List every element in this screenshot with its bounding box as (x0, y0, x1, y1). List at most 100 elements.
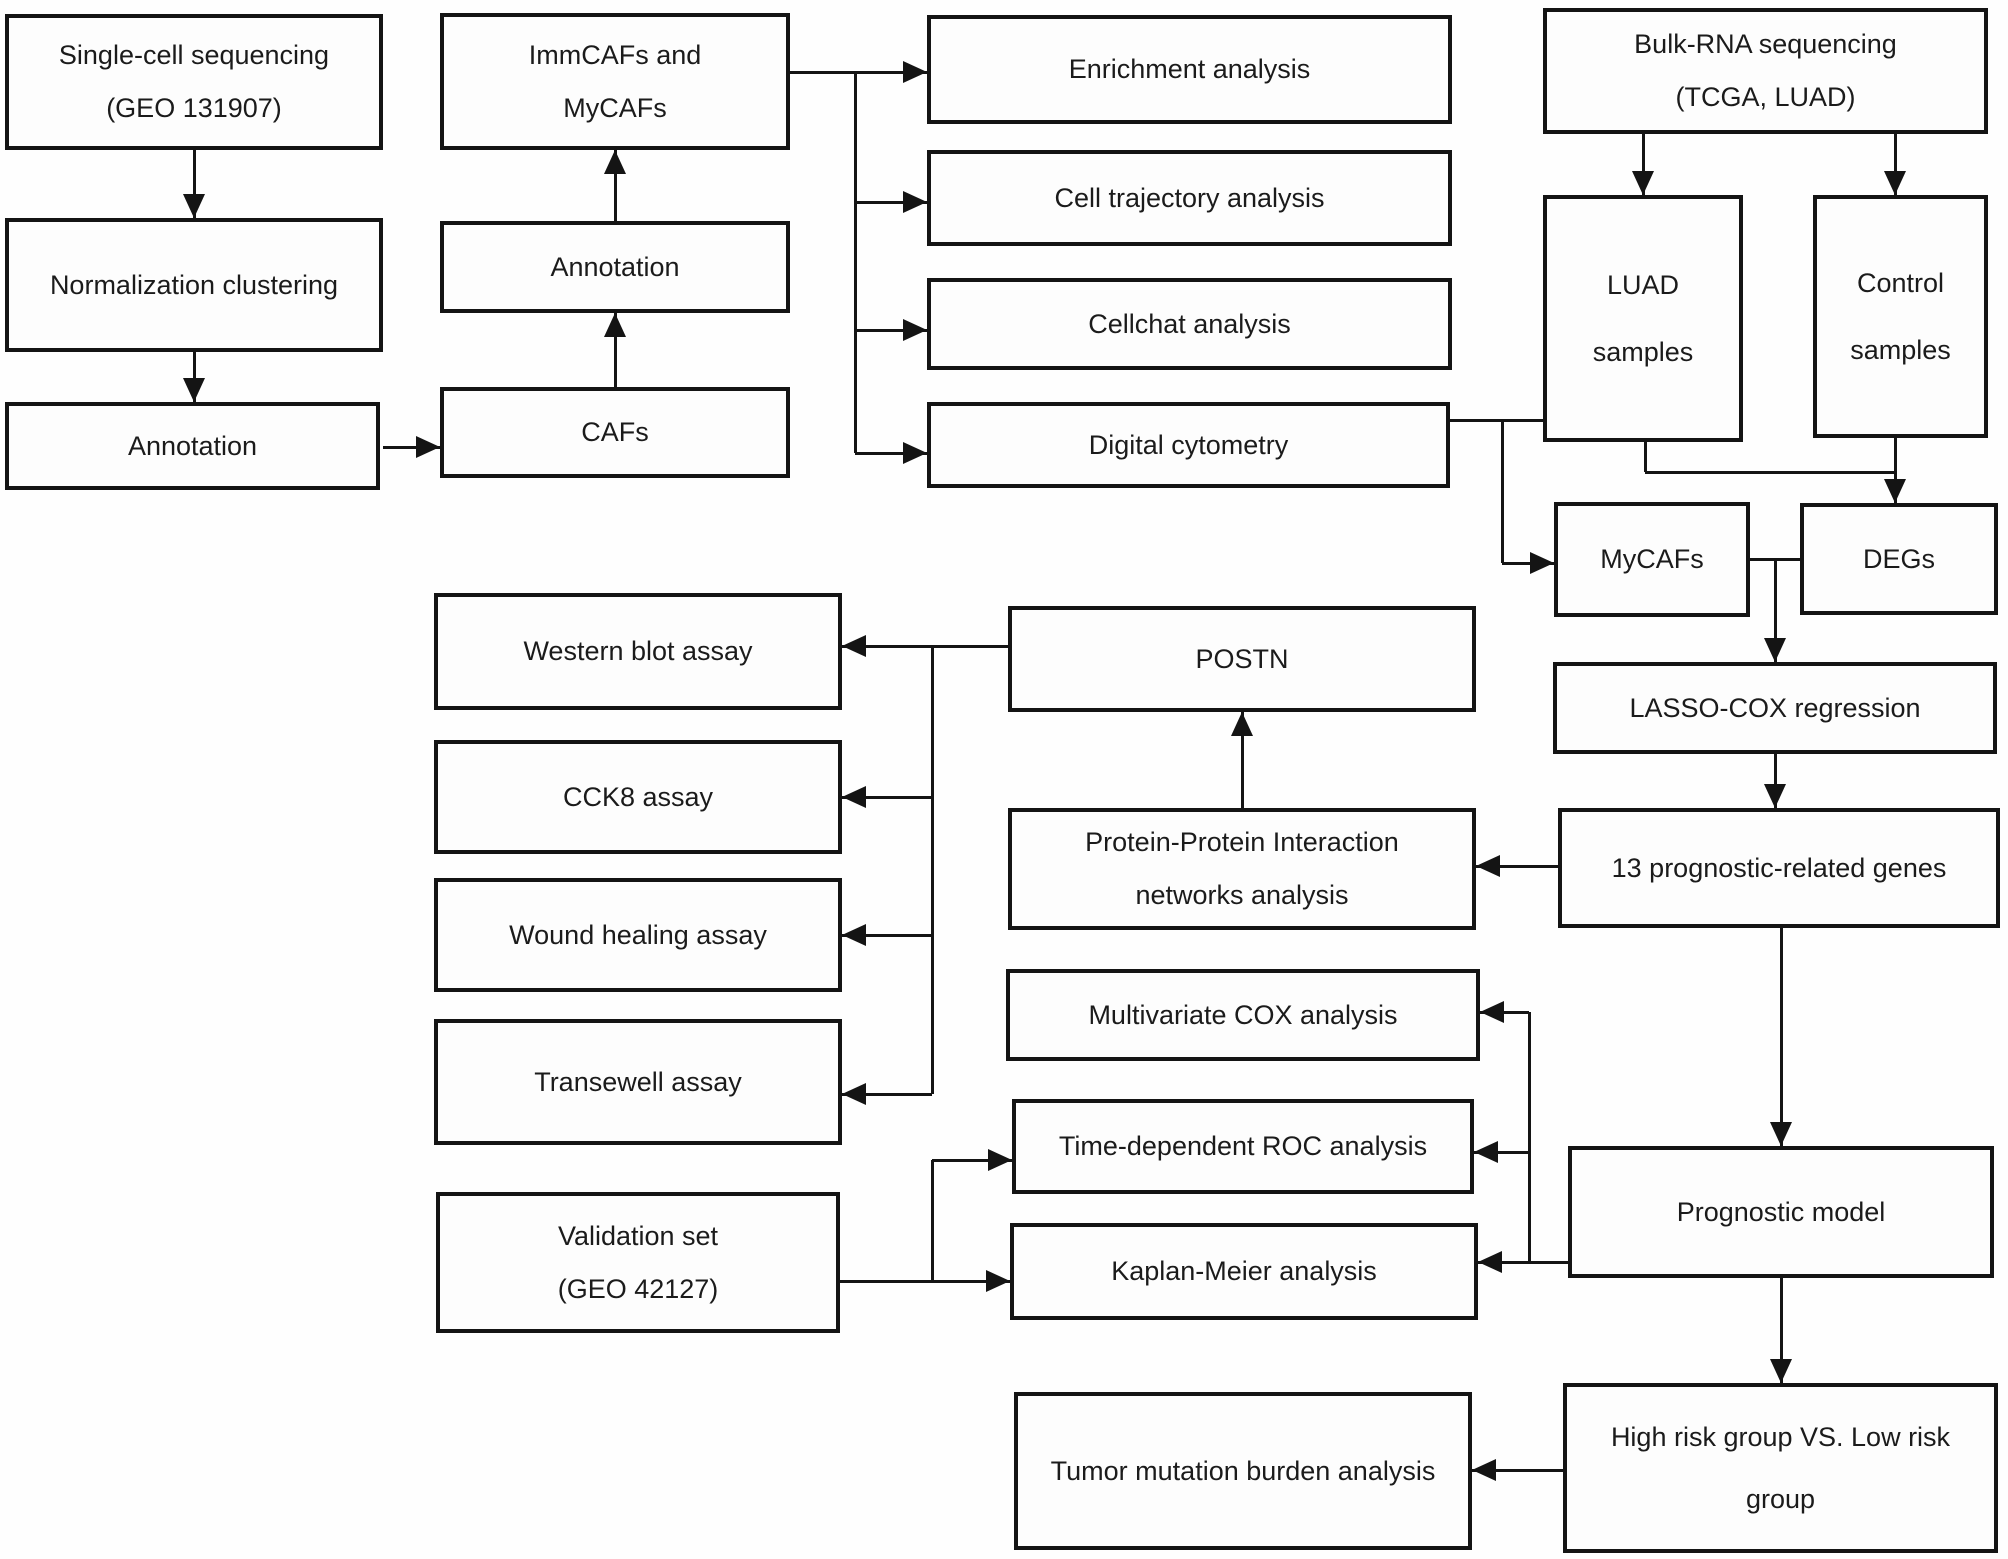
prognostic-model-label: Prognostic model (1677, 1186, 1886, 1239)
postn-box: POSTN (1008, 606, 1476, 712)
connector-segment (930, 646, 934, 1094)
connector-segment (613, 313, 617, 387)
cafs-label: CAFs (581, 406, 649, 459)
cck8-assay-box: CCK8 assay (434, 740, 842, 854)
validation-set-label: Validation set(GEO 42127) (558, 1210, 719, 1315)
luad-samples-label-line: samples (1592, 336, 1694, 367)
cellchat-analysis-box: Cellchat analysis (927, 278, 1452, 370)
enrichment-analysis-box: Enrichment analysis (927, 15, 1452, 124)
connector-segment (1500, 420, 1504, 563)
connector-segment (192, 150, 196, 218)
bulk-rna-sequencing-box: Bulk-RNA sequencing(TCGA, LUAD) (1543, 8, 1988, 134)
annotation-mid-label: Annotation (550, 241, 679, 294)
tumor-mutation-burden-analysis-label-line: Tumor mutation burden analysis (1050, 1455, 1436, 1486)
connector-segment (1893, 438, 1897, 503)
arrowhead-right-icon (903, 61, 927, 83)
annotation-left-label-line: Annotation (127, 430, 258, 461)
connector-segment (855, 451, 927, 455)
transewell-assay-label-line: Transewell assay (534, 1066, 742, 1097)
connector-segment (842, 933, 932, 937)
connector-segment (1779, 928, 1783, 1146)
postn-label-line: POSTN (1195, 643, 1289, 674)
wound-healing-assay-box: Wound healing assay (434, 878, 842, 992)
degs-box: DEGs (1800, 503, 1998, 615)
arrowhead-right-icon (1530, 552, 1554, 574)
prognostic-genes-box: 13 prognostic-related genes (1558, 808, 2000, 928)
wound-healing-assay-label-line: Wound healing assay (509, 919, 767, 950)
arrowhead-down-icon (1764, 638, 1786, 662)
validation-set-label-line: Validation set (557, 1220, 719, 1251)
high-risk-vs-low-risk-label: High risk group VS. Low risk group (1611, 1406, 1950, 1530)
high-risk-vs-low-risk-box: High risk group VS. Low risk group (1563, 1383, 1998, 1553)
mycafs-box: MyCAFs (1554, 502, 1750, 617)
connector-segment (1478, 1260, 1529, 1264)
annotation-left-label: Annotation (128, 420, 257, 473)
prognostic-genes-label: 13 prognostic-related genes (1612, 842, 1947, 895)
arrowhead-right-icon (903, 442, 927, 464)
connector-segment (855, 328, 927, 332)
arrowhead-down-icon (1770, 1122, 1792, 1146)
arrowhead-left-icon (842, 1083, 866, 1105)
validation-set-box: Validation set(GEO 42127) (436, 1192, 840, 1333)
connector-segment (1893, 134, 1897, 195)
degs-label: DEGs (1863, 533, 1935, 586)
transewell-assay-box: Transewell assay (434, 1019, 842, 1145)
arrowhead-left-icon (1472, 1459, 1496, 1481)
connector-segment (842, 795, 932, 799)
high-risk-vs-low-risk-label-line: group (1745, 1484, 1816, 1514)
cafs-label-line: CAFs (581, 417, 649, 448)
arrowhead-down-icon (1764, 784, 1786, 808)
digital-cytometry-box: Digital cytometry (927, 402, 1450, 488)
postn-label: POSTN (1195, 633, 1288, 686)
arrowhead-down-icon (1632, 171, 1654, 195)
kaplan-meier-analysis-box: Kaplan-Meier analysis (1010, 1223, 1478, 1320)
connector-segment (930, 1160, 934, 1281)
arrowhead-right-icon (416, 436, 440, 458)
connector-segment (853, 72, 857, 453)
arrowhead-up-icon (604, 150, 626, 174)
connector-segment (855, 200, 927, 204)
single-cell-sequencing-label: Single-cell sequencing(GEO 131907) (59, 29, 329, 134)
connector-segment (1450, 418, 1543, 422)
bulk-rna-sequencing-label-line: Bulk-RNA sequencing (1634, 29, 1897, 60)
connector-segment (1643, 442, 1647, 472)
digital-cytometry-label-line: Digital cytometry (1088, 429, 1289, 460)
single-cell-sequencing-label-line: Single-cell sequencing (58, 40, 330, 71)
tumor-mutation-burden-analysis-box: Tumor mutation burden analysis (1014, 1392, 1472, 1550)
connector-segment (1527, 1012, 1531, 1262)
digital-cytometry-label: Digital cytometry (1089, 419, 1289, 472)
arrowhead-down-icon (1770, 1359, 1792, 1383)
enrichment-analysis-label-line: Enrichment analysis (1068, 54, 1311, 85)
connector-segment (1480, 1010, 1529, 1014)
connector-segment (842, 644, 1008, 648)
wound-healing-assay-label: Wound healing assay (509, 909, 767, 962)
cellchat-analysis-label: Cellchat analysis (1088, 298, 1291, 351)
cell-trajectory-analysis-label-line: Cell trajectory analysis (1054, 182, 1325, 213)
connector-segment (1240, 712, 1244, 808)
prognostic-genes-label-line: 13 prognostic-related genes (1611, 852, 1947, 883)
arrowhead-left-icon (842, 635, 866, 657)
arrowhead-left-icon (1478, 1251, 1502, 1273)
arrowhead-left-icon (1474, 1141, 1498, 1163)
multivariate-cox-analysis-box: Multivariate COX analysis (1006, 969, 1480, 1061)
kaplan-meier-analysis-label-line: Kaplan-Meier analysis (1111, 1256, 1377, 1287)
arrowhead-down-icon (183, 194, 205, 218)
connector-segment (1641, 134, 1645, 195)
high-risk-vs-low-risk-label-line: High risk group VS. Low risk (1610, 1421, 1951, 1452)
arrowhead-up-icon (1231, 712, 1253, 736)
western-blot-assay-label-line: Western blot assay (523, 636, 753, 667)
western-blot-assay-box: Western blot assay (434, 593, 842, 710)
connector-segment (1502, 561, 1554, 565)
transewell-assay-label: Transewell assay (534, 1056, 742, 1109)
annotation-left-box: Annotation (5, 402, 380, 490)
multivariate-cox-analysis-label-line: Multivariate COX analysis (1088, 999, 1398, 1030)
immcafs-and-mycafs-label-line: ImmCAFs and (528, 39, 702, 70)
arrowhead-right-icon (903, 319, 927, 341)
normalization-clustering-label: Normalization clustering (50, 259, 338, 312)
enrichment-analysis-label: Enrichment analysis (1069, 43, 1311, 96)
connector-segment (1773, 754, 1777, 808)
arrowhead-down-icon (183, 378, 205, 402)
